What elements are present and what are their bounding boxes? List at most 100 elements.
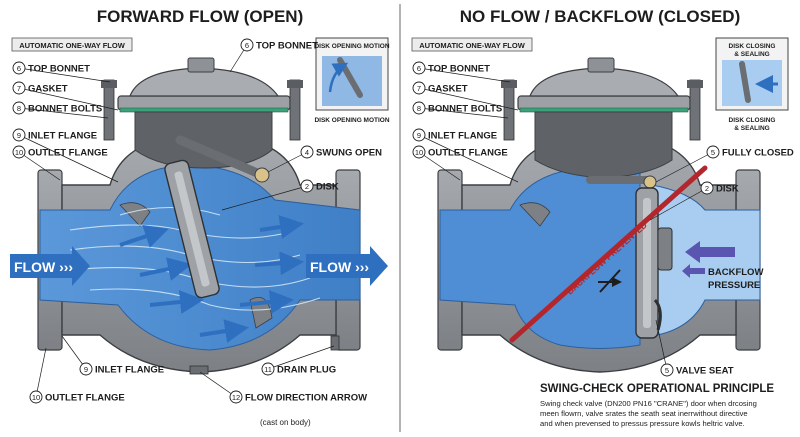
callout-label: OUTLET FLANGE — [45, 393, 125, 404]
backflow-arrows: BACKFLOW PRESSURE — [682, 241, 763, 291]
left-flow-arrows — [119, 215, 304, 343]
principle-line-1: Swing check valve (DN200 PN16 "CRANE") d… — [540, 399, 757, 408]
callout: 9 INLET FLANGE — [412, 128, 519, 183]
callout-label: SWUNG OPEN — [316, 148, 382, 159]
right-inset-bottom-1: DISK CLOSING — [729, 117, 776, 124]
callout-label: DISK — [316, 182, 339, 193]
callout-number: 8 — [417, 104, 421, 113]
callout: 10 OUTLET FLANGE — [29, 347, 125, 404]
callout-bubble — [700, 181, 714, 195]
callout-number: 8 — [17, 104, 21, 113]
callout: 6 TOP BONNET — [12, 61, 111, 83]
callout-leader — [418, 134, 519, 183]
callout: 5 FULLY CLOSED — [655, 145, 794, 183]
callout-number: 6 — [417, 64, 421, 73]
callout: 8 BONNET BOLTS — [12, 101, 109, 119]
principle-block: SWING-CHECK OPERATIONAL PRINCIPLE Swing … — [540, 383, 774, 428]
callout-bubble — [12, 81, 26, 95]
callout-label: INLET FLANGE — [28, 131, 97, 142]
callout-number: 9 — [17, 131, 21, 140]
callout: 10 OUTLET FLANGE — [12, 145, 108, 181]
callout-bubble — [29, 390, 43, 404]
callout-number: 2 — [705, 184, 709, 193]
callout-leader — [655, 319, 668, 371]
callout-number: 7 — [17, 84, 21, 93]
callout-number: 9 — [417, 131, 421, 140]
callout-number: 9 — [84, 365, 88, 374]
callout-bubble — [261, 362, 275, 376]
right-tag-box — [411, 37, 533, 52]
callout: 2 DISK — [221, 179, 339, 211]
callout-number: 4 — [305, 148, 309, 157]
callout-bubble — [660, 363, 674, 377]
callout-bubble — [412, 61, 426, 75]
left-flow-in-label: FLOW ››› — [14, 259, 73, 275]
callout-label: INLET FLANGE — [428, 131, 497, 142]
callout-bubble — [412, 128, 426, 142]
callout-bubble — [12, 128, 26, 142]
left-inset-bottom: DISK OPENING MOTION — [314, 117, 389, 124]
callout: 2 DISK — [649, 181, 739, 221]
left-disk — [164, 135, 270, 299]
callout-label: FULLY CLOSED — [722, 148, 794, 159]
callout-bubble — [412, 145, 426, 159]
callout-number: 2 — [305, 182, 309, 191]
principle-line-3: and when prevensed to pressus pressure k… — [540, 419, 745, 428]
left-tag-box — [11, 37, 133, 52]
callout-label: DISK — [716, 184, 739, 195]
callout-bubble — [300, 145, 314, 159]
callout-label: OUTLET FLANGE — [428, 148, 508, 159]
callout-label: DRAIN PLUG — [277, 365, 336, 376]
callout-bubble — [12, 61, 26, 75]
callout-leader — [221, 185, 308, 211]
right-panel: NO FLOW / BACKFLOW (CLOSED) AUTOMATIC ON… — [411, 7, 794, 428]
callout-label: OUTLET FLANGE — [28, 148, 108, 159]
callout-number: 10 — [15, 148, 23, 157]
callout-number: 12 — [232, 393, 240, 402]
callout: 7 GASKET — [12, 81, 119, 111]
callout-number: 11 — [264, 365, 272, 374]
callout: 8 BONNET BOLTS — [412, 101, 509, 119]
callout-leader — [655, 151, 714, 183]
left-inset: DISK OPENING MOTION DISK OPENING MOTION — [314, 37, 390, 124]
left-flow-out: FLOW ››› — [306, 246, 388, 286]
callout-label: TOP BONNET — [256, 41, 318, 52]
callout-leader — [418, 107, 509, 119]
no-flow-mark — [598, 269, 622, 293]
callout: 6 TOP BONNET — [229, 38, 318, 73]
right-valve-body — [437, 57, 761, 373]
callout-number: 10 — [32, 393, 40, 402]
callout-bubble — [412, 101, 426, 115]
backflow-label-1: BACKFLOW — [708, 267, 763, 278]
callout-leader — [18, 107, 109, 119]
callout: 9 INLET FLANGE — [12, 128, 119, 183]
callout-leader — [267, 151, 308, 173]
callout-label: BONNET BOLTS — [428, 104, 502, 115]
right-inset-bottom-2: & SEALING — [734, 125, 769, 132]
callout: 4 SWUNG OPEN — [267, 145, 382, 173]
left-tag: AUTOMATIC ONE-WAY FLOW — [19, 41, 125, 50]
callout-label: TOP BONNET — [28, 64, 90, 75]
callout-leader — [267, 345, 335, 370]
callout-number: 5 — [711, 148, 715, 157]
left-inset-top: DISK OPENING MOTION — [314, 43, 389, 50]
left-panel: FORWARD FLOW (OPEN) AUTOMATIC ONE-WAY FL… — [10, 7, 390, 427]
callout-bubble — [12, 145, 26, 159]
callout-number: 6 — [245, 41, 249, 50]
callout-leader — [35, 347, 47, 398]
callout-bubble — [412, 81, 426, 95]
callout-label: BONNET BOLTS — [28, 104, 102, 115]
callout-label: GASKET — [28, 84, 68, 95]
callout-number: 6 — [17, 64, 21, 73]
left-cast-note: (cast on body) — [260, 418, 311, 427]
callout-leader — [418, 87, 519, 111]
right-inset: DISK CLOSING & SEALING DISK CLOSING & SE… — [715, 37, 789, 132]
callout-label: VALVE SEAT — [676, 366, 734, 377]
